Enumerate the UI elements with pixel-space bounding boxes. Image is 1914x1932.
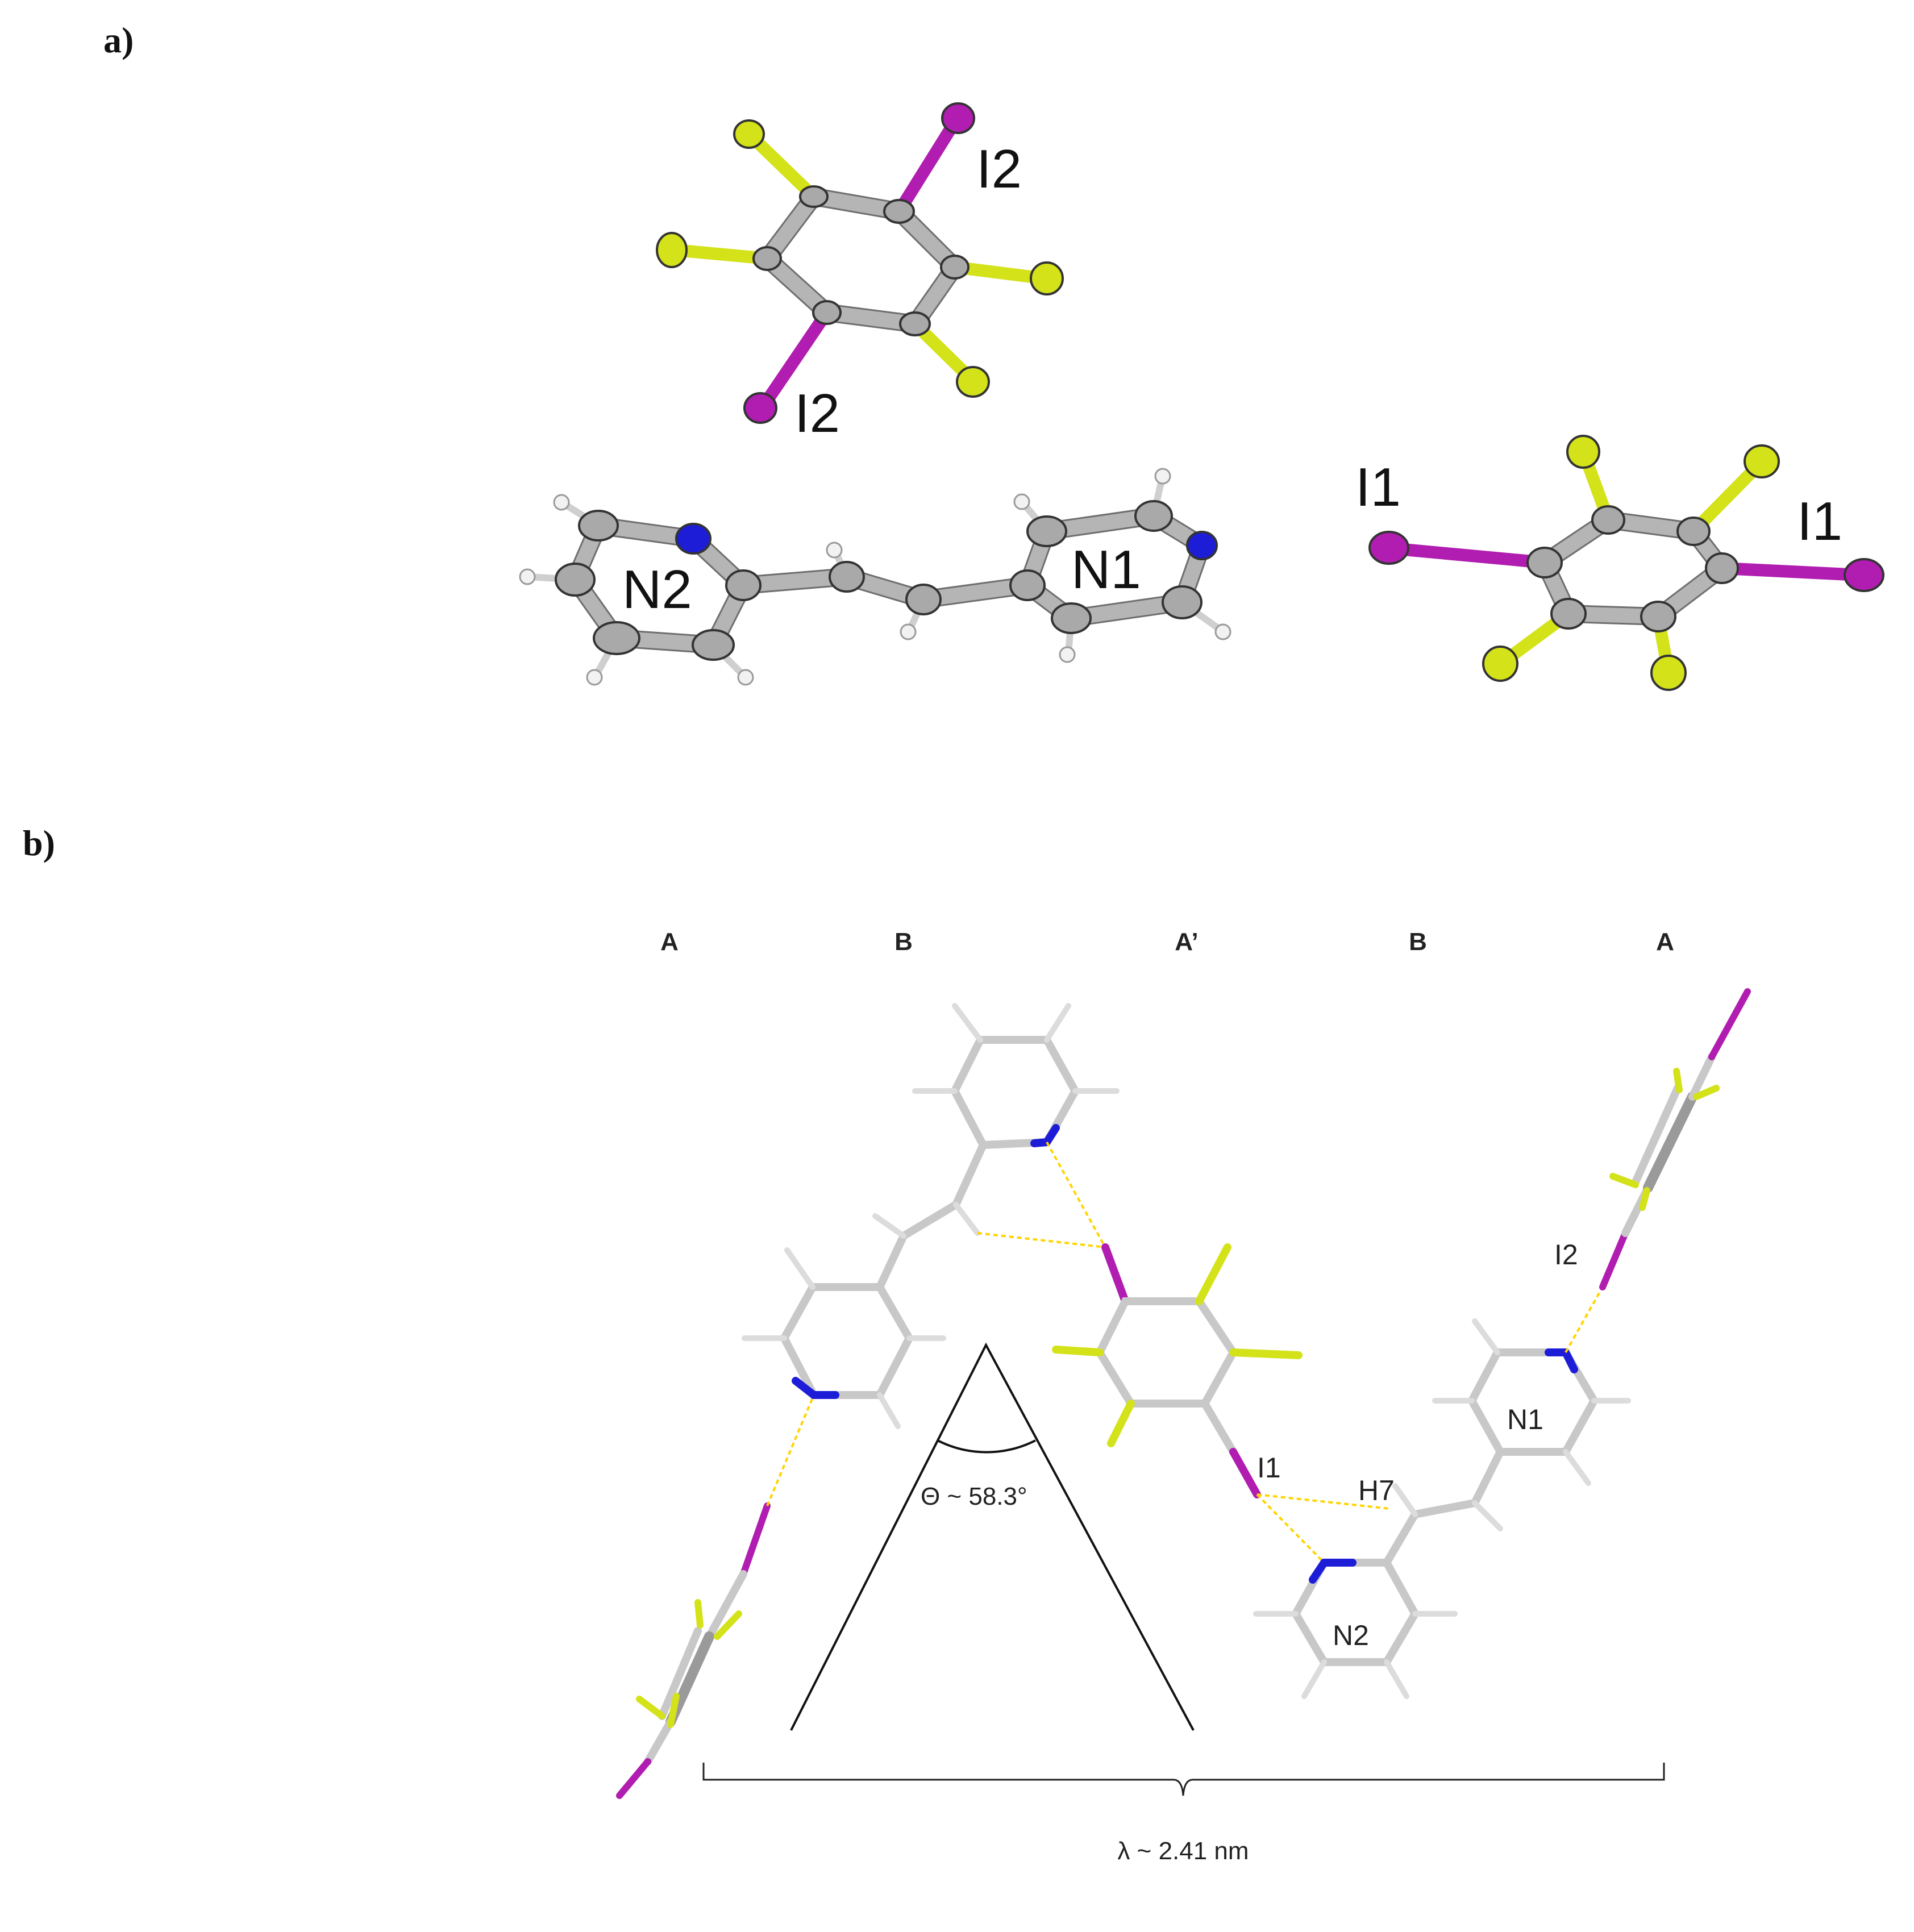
atom-label-n2: N2 — [622, 559, 692, 620]
fluorine-atom — [956, 366, 990, 398]
column-label-b: B — [1409, 928, 1427, 956]
c-f-bond — [669, 244, 773, 265]
panel-a-label: a) — [103, 20, 134, 60]
hydrogen-atoms — [519, 468, 1231, 686]
column-label-a-prime: A’ — [1175, 928, 1199, 956]
angle-triangle: Θ ~ 58.3° — [790, 1342, 1195, 1731]
atom-label-i2: I2 — [976, 139, 1022, 199]
pyridylethylene-molecule: N2 N1 — [519, 468, 1231, 686]
atom-label-i1: I1 — [1797, 491, 1842, 552]
diiodotetrafluorobenzene-i2: I2 I2 — [656, 102, 1064, 444]
molecule-a-prime — [1052, 1243, 1303, 1498]
halogen-bond — [1046, 1142, 1106, 1248]
panel-b: b) A B A’ B A — [23, 823, 1751, 1865]
fluorine-atom — [733, 119, 765, 149]
vinyl-linker — [876, 1141, 987, 1291]
vinyl-linker — [736, 569, 1035, 607]
atom-label-i2: I2 — [794, 383, 840, 444]
halogen-bond — [1256, 1493, 1325, 1564]
c-f-bond — [744, 129, 820, 203]
c-i-bond — [758, 306, 833, 411]
iodine-atom — [743, 392, 777, 424]
atom-label-i1: I1 — [1257, 1452, 1281, 1484]
c-i-bond — [1716, 562, 1867, 581]
atom-label-h7: H7 — [1358, 1475, 1395, 1506]
column-label-a: A — [660, 928, 679, 956]
fluorine-atom — [1744, 444, 1780, 478]
atom-label-n1: N1 — [1071, 539, 1141, 600]
atom-label-i1: I1 — [1355, 457, 1401, 518]
nitrogen-atom — [675, 523, 711, 555]
panel-b-label: b) — [23, 823, 55, 863]
nitrogen-atom — [1186, 531, 1218, 560]
iodine-atom — [1368, 531, 1409, 565]
ring-bonds — [757, 188, 964, 332]
angle-label: Θ ~ 58.3° — [921, 1483, 1027, 1510]
c-f-bond — [948, 261, 1051, 285]
atom-label-n2: N2 — [1333, 1619, 1369, 1651]
length-bracket: λ ~ 2.41 nm — [702, 1763, 1665, 1865]
carbon-atoms — [555, 500, 1203, 661]
c-i-bond — [1385, 542, 1551, 569]
length-label: λ ~ 2.41 nm — [1117, 1837, 1249, 1865]
halogen-bond — [766, 1394, 815, 1506]
panel-a: a) — [103, 20, 1884, 691]
molecule-a-left — [616, 1502, 771, 1799]
fluorine-atom — [1566, 435, 1600, 469]
carbon-atoms — [752, 185, 970, 336]
molecule-a-right — [1599, 988, 1751, 1290]
column-label-b: B — [894, 928, 913, 956]
column-label-a: A — [1656, 928, 1674, 956]
hydrogen-bond — [977, 1232, 1106, 1248]
fluorine-atom — [1650, 655, 1687, 691]
vinyl-linker — [1383, 1448, 1504, 1567]
fluorine-atom — [1030, 261, 1064, 295]
pyridine-ring — [780, 1283, 914, 1399]
halogen-bond — [1565, 1286, 1604, 1353]
molecule-b-left — [742, 1003, 1120, 1429]
hydrogen-bond — [1256, 1493, 1390, 1510]
fluorine-atom — [656, 232, 688, 268]
c-i-bond — [893, 116, 961, 218]
atom-label-i2: I2 — [1554, 1239, 1578, 1271]
benzene-ring — [1095, 1297, 1238, 1408]
diiodotetrafluorobenzene-i1: I1 I1 — [1355, 435, 1884, 691]
molecule-b-right — [1253, 1318, 1631, 1699]
fluorine-atom — [1482, 646, 1518, 682]
carbon-atoms — [1526, 505, 1739, 632]
iodine-atom — [941, 102, 975, 134]
atom-label-n1: N1 — [1507, 1404, 1543, 1435]
iodine-atom — [1844, 558, 1884, 592]
